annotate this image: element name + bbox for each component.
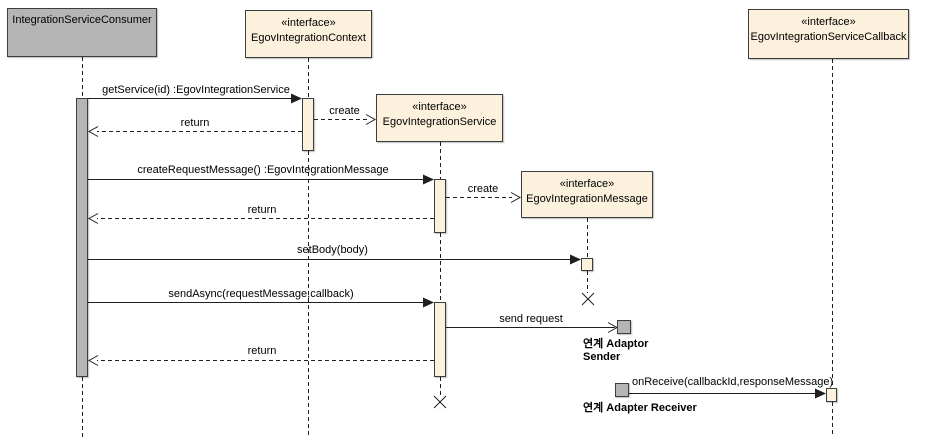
arrow-sendasync bbox=[88, 297, 434, 308]
message-label-return-1[interactable]: return bbox=[180, 117, 210, 129]
participant-egov-integration-service-callback[interactable]: «interface» EgovIntegrationServiceCallba… bbox=[748, 9, 909, 59]
adaptor-sender-node-icon[interactable] bbox=[617, 320, 631, 334]
arrow-create-service bbox=[314, 114, 377, 125]
message-label-create-message[interactable]: create bbox=[467, 183, 499, 195]
destroy-x-service-icon bbox=[433, 395, 447, 409]
arrow-return-3 bbox=[87, 355, 434, 366]
participant-name: IntegrationServiceConsumer bbox=[12, 14, 152, 26]
arrow-create-message bbox=[446, 192, 522, 203]
message-label-return-2[interactable]: return bbox=[247, 204, 277, 216]
arrow-return-2 bbox=[87, 213, 434, 224]
arrow-onreceive bbox=[629, 388, 826, 399]
adaptor-sender-label-line2: Sender bbox=[583, 351, 621, 363]
adapter-receiver-node-icon[interactable] bbox=[615, 383, 629, 397]
message-label-sendrequest[interactable]: send request bbox=[499, 313, 563, 325]
activation-service-2[interactable] bbox=[434, 302, 446, 377]
activation-context[interactable] bbox=[302, 98, 314, 151]
message-label-getservice[interactable]: getService(id) :EgovIntegrationService bbox=[102, 84, 290, 96]
message-label-sendasync[interactable]: sendAsync(requestMessage,callback) bbox=[168, 288, 354, 300]
stereotype-label: «interface» bbox=[281, 17, 336, 29]
message-label-onreceive[interactable]: onReceive(callbackId,responseMessage) bbox=[632, 376, 834, 388]
arrow-createrequestmessage bbox=[88, 174, 434, 185]
lifelines bbox=[82, 57, 833, 437]
participant-name: EgovIntegrationMessage bbox=[526, 193, 648, 205]
adaptor-sender-label-line1: 연계 Adaptor bbox=[583, 338, 649, 350]
arrow-getservice bbox=[88, 93, 302, 104]
activation-callback[interactable] bbox=[826, 388, 837, 402]
message-label-setbody[interactable]: setBody(body) bbox=[297, 244, 368, 256]
participant-name: EgovIntegrationContext bbox=[251, 32, 366, 44]
adapter-receiver-label: 연계 Adapter Receiver bbox=[583, 402, 697, 414]
stereotype-label: «interface» bbox=[412, 101, 467, 113]
participant-name: EgovIntegrationServiceCallback bbox=[750, 31, 907, 43]
participant-egov-integration-message[interactable]: «interface» EgovIntegrationMessage bbox=[521, 171, 653, 218]
participant-egov-integration-context[interactable]: «interface» EgovIntegrationContext bbox=[245, 10, 372, 58]
activation-message[interactable] bbox=[581, 258, 593, 271]
destroy-x-message-icon bbox=[581, 292, 595, 306]
stereotype-label: «interface» bbox=[559, 178, 615, 190]
activation-consumer[interactable] bbox=[76, 98, 88, 377]
stereotype-label: «interface» bbox=[801, 16, 856, 28]
arrow-setbody bbox=[88, 254, 581, 265]
adaptor-sender-label: 연계 Adaptor Sender bbox=[583, 338, 648, 364]
participant-egov-integration-service[interactable]: «interface» EgovIntegrationService bbox=[376, 94, 503, 142]
participant-integration-service-consumer[interactable]: IntegrationServiceConsumer bbox=[7, 8, 157, 57]
activation-service-1[interactable] bbox=[434, 179, 446, 233]
participant-name: EgovIntegrationService bbox=[382, 116, 497, 128]
message-label-createrequestmessage[interactable]: createRequestMessage() :EgovIntegrationM… bbox=[137, 164, 389, 176]
message-label-return-3[interactable]: return bbox=[247, 345, 277, 357]
message-label-create-service[interactable]: create bbox=[329, 105, 360, 117]
arrow-return-1 bbox=[87, 126, 302, 137]
